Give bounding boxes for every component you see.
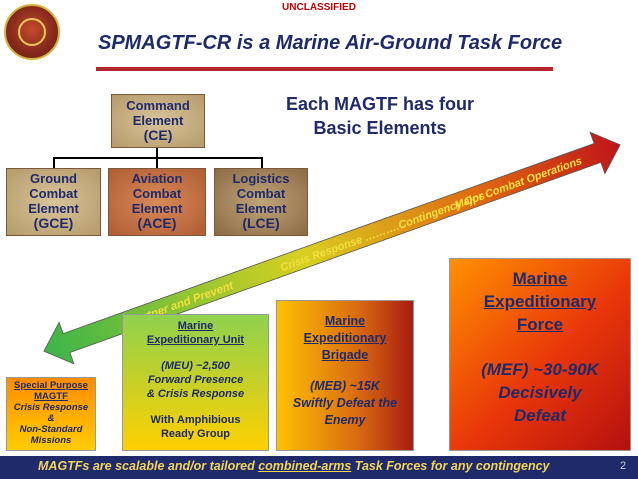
ground-combat-element-box: Ground Combat Element (GCE) xyxy=(6,168,101,236)
footer-text-end: Task Forces for any contingency xyxy=(351,459,550,473)
elements-heading-line-1: Each MAGTF has four xyxy=(285,94,474,114)
gce-label-line-3: Element xyxy=(28,201,79,216)
ace-label-line-3: Element xyxy=(131,201,183,216)
spmagtf-unit-box: Special Purpose MAGTF Crisis Response & … xyxy=(6,377,96,451)
ace-label-line-2: Combat xyxy=(132,186,182,201)
lce-abbreviation: (LCE) xyxy=(242,215,280,231)
meb-name-line-1: Marine xyxy=(324,314,366,328)
meu-name-line-1: Marine xyxy=(177,320,214,332)
meu-desc-line-2: & Crisis Response xyxy=(146,388,245,400)
meu-desc-line-1: Forward Presence xyxy=(147,374,244,386)
spectrum-arrow-shape xyxy=(43,131,621,365)
org-connector-vertical xyxy=(156,148,158,158)
meb-name-line-3: Brigade xyxy=(321,348,369,362)
ce-label-line-2: Element xyxy=(132,113,184,128)
org-connector-lce xyxy=(261,157,263,168)
ace-label-line-1: Aviation xyxy=(131,171,183,186)
meb-name-line-2: Expeditionary xyxy=(303,331,387,345)
meu-unit-box: Marine Expeditionary Unit (MEU) ~2,500 F… xyxy=(122,314,269,451)
command-element-box: Command Element (CE) xyxy=(111,94,205,148)
meu-name-line-2: Expeditionary Unit xyxy=(146,334,245,346)
elements-heading-line-2: Basic Elements xyxy=(313,118,447,138)
emblem-ring-icon xyxy=(18,18,46,46)
ce-label-line-1: Command xyxy=(126,98,190,113)
meb-size: (MEB) ~15K xyxy=(310,379,380,393)
spmagtf-desc-line-3: Non-Standard xyxy=(19,424,83,435)
spmagtf-name-line-2: MAGTF xyxy=(34,391,68,402)
footer-bar xyxy=(0,456,638,479)
gce-label-line-2: Combat xyxy=(29,186,78,201)
elements-heading: Each MAGTF has four Basic Elements xyxy=(250,92,510,140)
org-connector-ace xyxy=(156,157,158,168)
mef-desc-line-2: Defeat xyxy=(514,406,566,425)
spmagtf-name-line-1: Special Purpose xyxy=(14,380,88,391)
lce-label-line-2: Combat xyxy=(236,186,286,201)
mef-name-line-1: Marine xyxy=(512,269,568,288)
meb-desc-line-1: Swiftly Defeat the xyxy=(292,396,398,410)
footer-text-start: MAGTFs are scalable and/or tailored xyxy=(38,459,259,473)
org-connector-gce xyxy=(53,157,55,168)
meu-size: (MEU) ~2,500 xyxy=(161,360,230,372)
ace-abbreviation: (ACE) xyxy=(137,215,177,231)
meb-desc-line-2: Enemy xyxy=(324,413,366,427)
logistics-combat-element-box: Logistics Combat Element (LCE) xyxy=(214,168,308,236)
ce-abbreviation: (CE) xyxy=(143,127,173,143)
spmagtf-desc-line-2: & xyxy=(47,413,55,424)
mef-size: (MEF) ~30-90K xyxy=(481,360,599,379)
mef-name-line-3: Force xyxy=(516,315,564,334)
lce-label-line-3: Element xyxy=(235,201,287,216)
mef-name-line-2: Expeditionary xyxy=(483,292,597,311)
slide-title: SPMAGTF-CR is a Marine Air-Ground Task F… xyxy=(98,32,563,54)
unit-emblem-logo xyxy=(4,4,60,60)
classification-banner: UNCLASSIFIED xyxy=(282,2,356,13)
org-connector-horizontal xyxy=(53,157,263,159)
spmagtf-desc-line-1: Crisis Response xyxy=(13,402,89,413)
title-underline-divider xyxy=(96,67,553,71)
mef-unit-box: Marine Expeditionary Force (MEF) ~30-90K… xyxy=(449,258,631,451)
spmagtf-desc-line-4: Missions xyxy=(30,435,72,446)
label-major-combat-operations: Major Combat Operations xyxy=(453,155,584,212)
meu-desc-line-4: Ready Group xyxy=(160,428,231,440)
gce-label-line-1: Ground xyxy=(30,171,77,186)
gce-abbreviation: (GCE) xyxy=(33,215,74,231)
page-number: 2 xyxy=(620,460,627,472)
meb-unit-box: Marine Expeditionary Brigade (MEB) ~15K … xyxy=(276,300,414,451)
aviation-combat-element-box: Aviation Combat Element (ACE) xyxy=(108,168,206,236)
mef-desc-line-1: Decisively xyxy=(498,383,582,402)
footer-text-emphasis: combined-arms xyxy=(258,459,352,473)
lce-label-line-1: Logistics xyxy=(232,171,290,186)
footer-statement: MAGTFs are scalable and/or tailored comb… xyxy=(38,459,550,473)
meu-desc-line-3: With Amphibious xyxy=(150,414,241,426)
